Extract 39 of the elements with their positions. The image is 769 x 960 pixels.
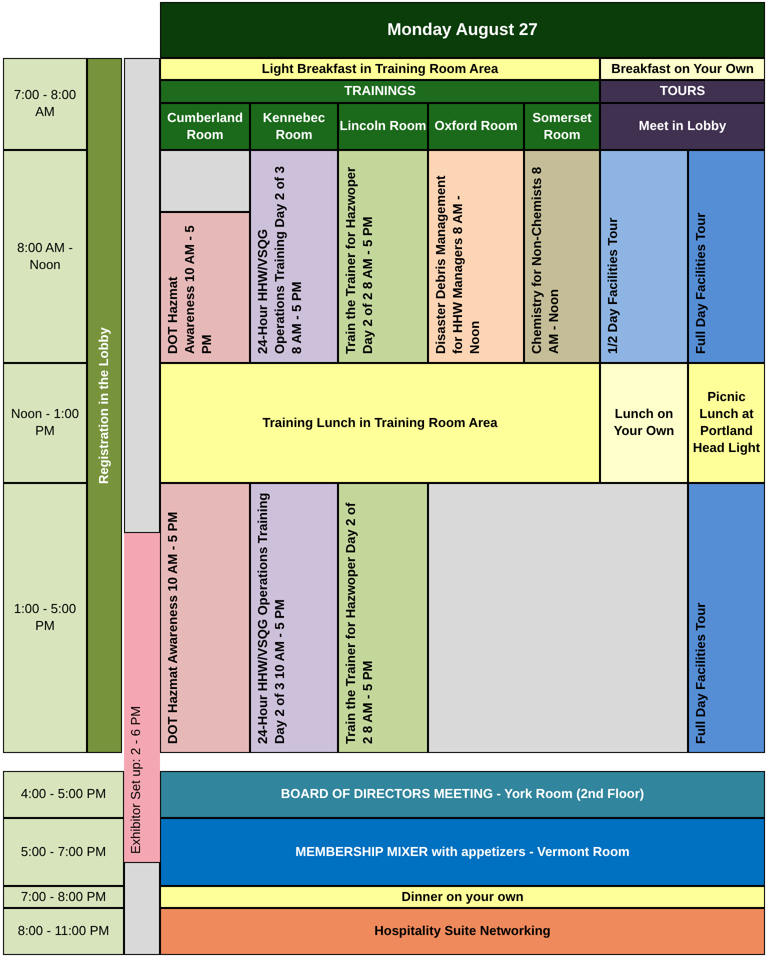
section-header: TOURS: [600, 80, 765, 103]
event-cell: Dinner on your own: [160, 886, 765, 908]
event-cell: MEMBERSHIP MIXER with appetizers - Vermont Room: [160, 818, 765, 886]
time-slot-cell: 7:00 - 8:00 PM: [3, 886, 124, 908]
event-cell: Train the Trainer for Hazwoper Day 2 of 2 8 AM - 5 PM: [338, 483, 428, 753]
event-cell: Disaster Debris Management for HHW Managers 8 AM - Noon: [428, 150, 524, 363]
event-cell: Registration in the Lobby: [87, 58, 122, 753]
time-slot-cell: 4:00 - 5:00 PM: [3, 771, 124, 818]
time-slot-cell: Noon - 1:00 PM: [3, 363, 87, 483]
room-header: Kennebec Room: [250, 103, 338, 150]
time-slot-cell: 8:00 AM - Noon: [3, 150, 87, 363]
time-slot-cell: 5:00 - 7:00 PM: [3, 818, 124, 886]
room-header: Lincoln Room: [338, 103, 428, 150]
time-slot-cell: 1:00 - 5:00 PM: [3, 483, 87, 753]
event-cell: DOT Hazmat Awareness 10 AM - 5 PM: [160, 212, 250, 363]
room-header: Cumberland Room: [160, 103, 250, 150]
time-slot-cell: 7:00 - 8:00 AM: [3, 58, 87, 150]
event-cell: Training Lunch in Training Room Area: [160, 363, 600, 483]
event-cell: Meet in Lobby: [600, 103, 765, 150]
event-cell: Lunch on Your Own: [600, 363, 688, 483]
day-header: Monday August 27: [160, 2, 765, 58]
event-cell: BOARD OF DIRECTORS MEETING - York Room (2nd Floor): [160, 771, 765, 818]
event-cell: Light Breakfast in Training Room Area: [160, 58, 600, 80]
room-header: Somerset Room: [524, 103, 600, 150]
event-cell: Chemistry for Non-Chemists 8 AM - Noon: [524, 150, 600, 363]
event-cell: 1/2 Day Facilities Tour: [600, 150, 688, 363]
event-cell: Train the Trainer for Hazwoper Day 2 of 2 8 AM - 5 PM: [338, 150, 428, 363]
event-cell: Picnic Lunch at Portland Head Light: [688, 363, 765, 483]
event-cell: 24-Hour HHW/VSQG Operations Training Day 2 of 3 10 AM - 5 PM: [250, 483, 338, 753]
section-header: TRAININGS: [160, 80, 600, 103]
event-cell: Full Day Facilities Tour: [688, 150, 765, 363]
event-cell: 24-Hour HHW/VSQG Operations Training Day 2 of 3 8 AM - 5 PM: [250, 150, 338, 363]
event-cell: Exhibitor Set up: 2 - 6 PM: [124, 533, 160, 862]
event-cell: Full Day Facilities Tour: [688, 483, 765, 753]
event-cell: Hospitality Suite Networking: [160, 908, 765, 955]
room-header: Oxford Room: [428, 103, 524, 150]
event-cell: DOT Hazmat Awareness 10 AM - 5 PM: [160, 483, 250, 753]
event-cell: Breakfast on Your Own: [600, 58, 765, 80]
time-slot-cell: 8:00 - 11:00 PM: [3, 908, 124, 955]
